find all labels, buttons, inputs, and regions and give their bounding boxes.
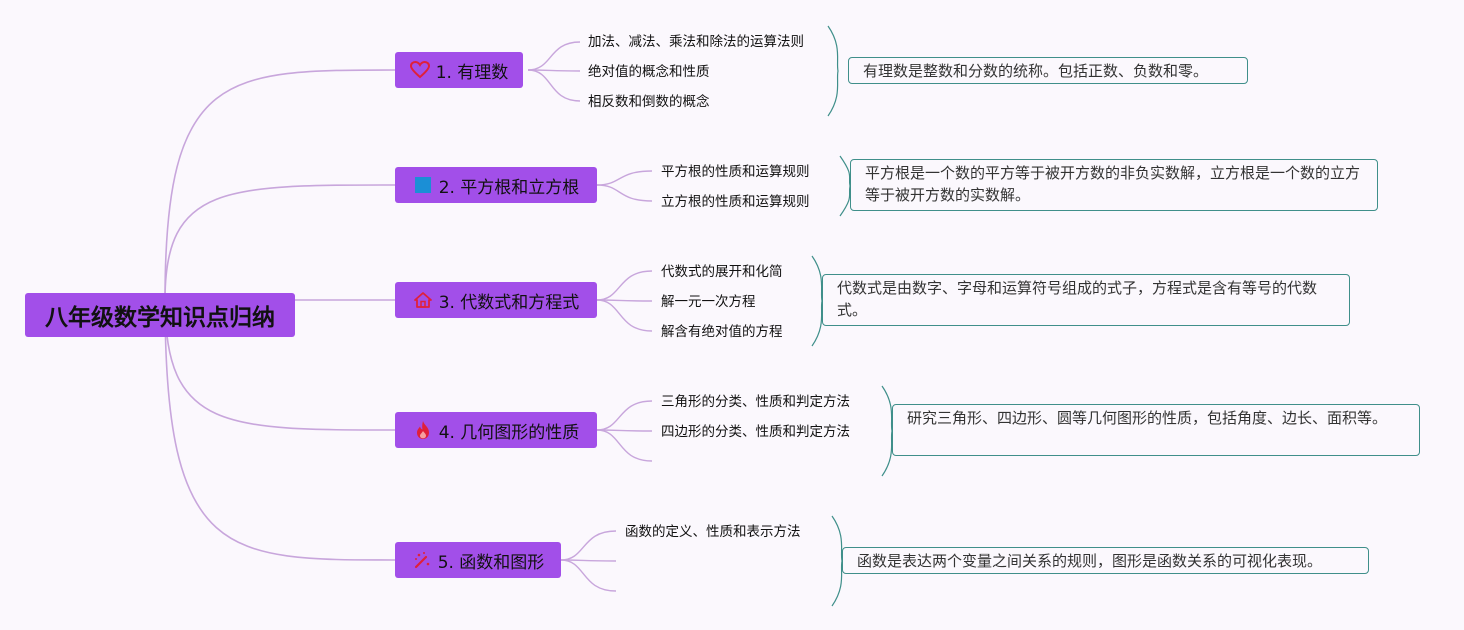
connector-line — [527, 69, 581, 102]
connector-line — [596, 299, 653, 332]
heart-icon — [409, 60, 430, 80]
connector-line — [164, 184, 396, 301]
note-box: 平方根是一个数的平方等于被开方数的非负实数解，立方根是一个数的立方等于被开方数的… — [850, 159, 1378, 211]
connector-line — [164, 299, 396, 561]
subtopic-item[interactable]: 四边形的分类、性质和判定方法 — [661, 424, 850, 440]
topic-label: 3. 代数式和方程式 — [438, 292, 580, 313]
note-box: 研究三角形、四边形、圆等几何图形的性质，包括角度、边长、面积等。 — [892, 404, 1420, 456]
subtopic-item[interactable]: 函数的定义、性质和表示方法 — [625, 524, 801, 540]
subtopic-item[interactable]: 加法、减法、乘法和除法的运算法则 — [588, 34, 804, 50]
connector-line — [596, 270, 653, 301]
subtopic-item[interactable]: 绝对值的概念和性质 — [588, 64, 710, 80]
subtopic-item[interactable]: 解一元一次方程 — [661, 294, 756, 310]
subtopic-item[interactable]: 平方根的性质和运算规则 — [661, 164, 810, 180]
connector-line — [164, 69, 396, 301]
connector-line — [596, 170, 653, 186]
topic-node-roots[interactable]: 2. 平方根和立方根 — [395, 167, 597, 203]
note-box: 有理数是整数和分数的统称。包括正数、负数和零。 — [848, 57, 1248, 84]
wand-icon — [412, 550, 432, 570]
note-box: 代数式是由数字、字母和运算符号组成的式子，方程式是含有等号的代数式。 — [822, 274, 1350, 326]
square-icon — [413, 175, 433, 195]
topic-node-rational-numbers[interactable]: 1. 有理数 — [395, 52, 523, 88]
connector-line — [596, 184, 653, 202]
subtopic-item[interactable]: 三角形的分类、性质和判定方法 — [661, 394, 850, 410]
topic-label: 2. 平方根和立方根 — [438, 177, 580, 198]
topic-node-algebra[interactable]: 3. 代数式和方程式 — [395, 282, 597, 318]
topic-label: 4. 几何图形的性质 — [438, 422, 580, 443]
connector-line — [560, 559, 617, 592]
connector-line — [596, 400, 653, 431]
subtopic-item[interactable]: 相反数和倒数的概念 — [588, 94, 710, 110]
root-node[interactable]: 八年级数学知识点归纳 — [25, 293, 295, 337]
fire-icon — [413, 420, 433, 440]
summary-brace — [827, 25, 839, 117]
house-icon — [413, 290, 433, 310]
connector-line — [560, 530, 617, 561]
connector-line — [527, 41, 581, 71]
topic-node-geometry[interactable]: 4. 几何图形的性质 — [395, 412, 597, 448]
subtopic-item[interactable]: 解含有绝对值的方程 — [661, 324, 783, 340]
topic-node-functions[interactable]: 5. 函数和图形 — [395, 542, 561, 578]
note-box: 函数是表达两个变量之间关系的规则，图形是函数关系的可视化表现。 — [842, 547, 1369, 574]
summary-brace — [831, 515, 843, 607]
connector-line — [164, 299, 396, 431]
root-title: 八年级数学知识点归纳 — [45, 305, 275, 331]
subtopic-item[interactable]: 立方根的性质和运算规则 — [661, 194, 810, 210]
summary-brace — [811, 255, 823, 347]
topic-label: 5. 函数和图形 — [437, 552, 545, 573]
summary-brace — [839, 155, 851, 217]
subtopic-item[interactable]: 代数式的展开和化简 — [661, 264, 783, 280]
connector-line — [596, 429, 653, 462]
summary-brace — [881, 385, 893, 477]
topic-label: 1. 有理数 — [435, 62, 509, 83]
